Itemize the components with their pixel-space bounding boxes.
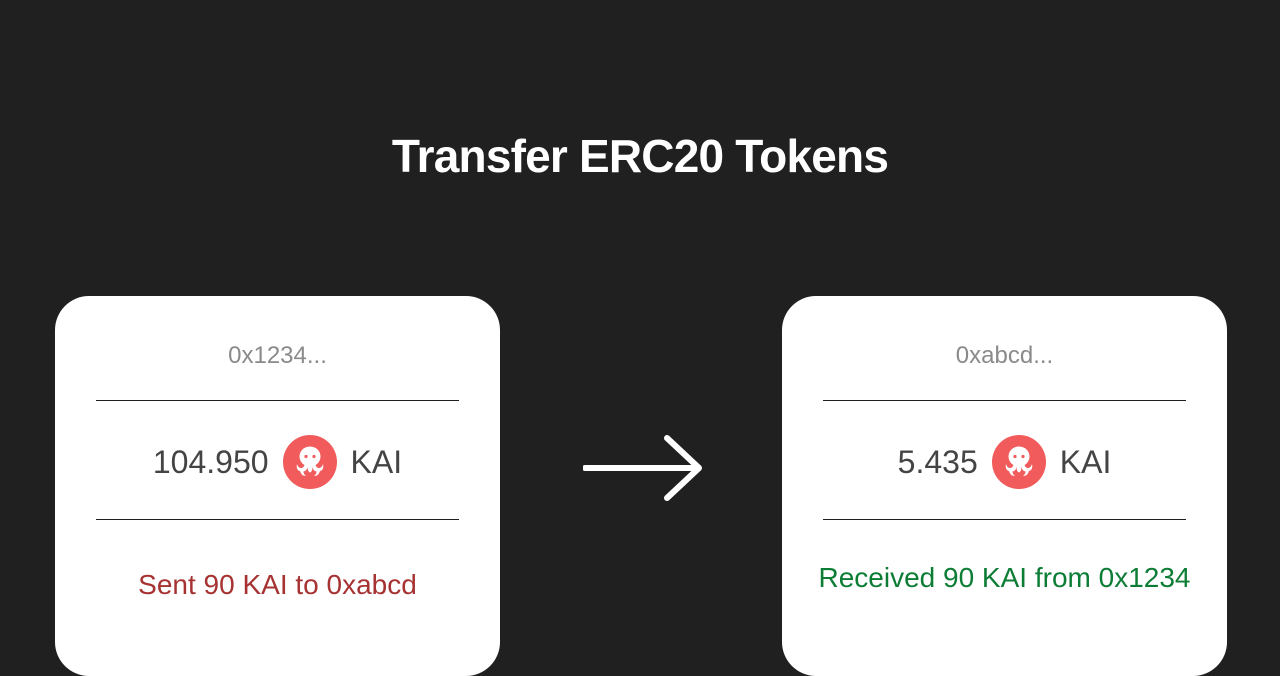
divider [96, 400, 459, 401]
sender-balance-amount: 104.950 [152, 443, 269, 480]
sender-wallet-card: 0x1234... 104.950 KAI Sent 90 KAI to 0xa… [55, 296, 500, 676]
divider [96, 519, 459, 520]
arrow-right-icon [583, 435, 702, 501]
divider [823, 400, 1186, 401]
divider [823, 519, 1186, 520]
page-title: Transfer ERC20 Tokens [391, 130, 889, 182]
receiver-balance-amount: 5.435 [897, 443, 978, 480]
receiver-balance-row: 5.435 KAI [782, 434, 1227, 490]
receiver-wallet-card: 0xabcd... 5.435 KAI Received 90 KAI from… [782, 296, 1227, 676]
sender-token-symbol: KAI [350, 443, 403, 480]
receiver-address: 0xabcd... [955, 342, 1054, 369]
sent-status-message: Sent 90 KAI to 0xabcd [138, 569, 417, 600]
octopus-icon [282, 435, 337, 489]
octopus-icon [991, 435, 1046, 489]
sender-address: 0x1234... [228, 342, 327, 369]
sender-balance-row: 104.950 KAI [55, 434, 500, 490]
received-status-message: Received 90 KAI from 0x1234 [818, 562, 1191, 593]
receiver-token-symbol: KAI [1059, 443, 1112, 480]
